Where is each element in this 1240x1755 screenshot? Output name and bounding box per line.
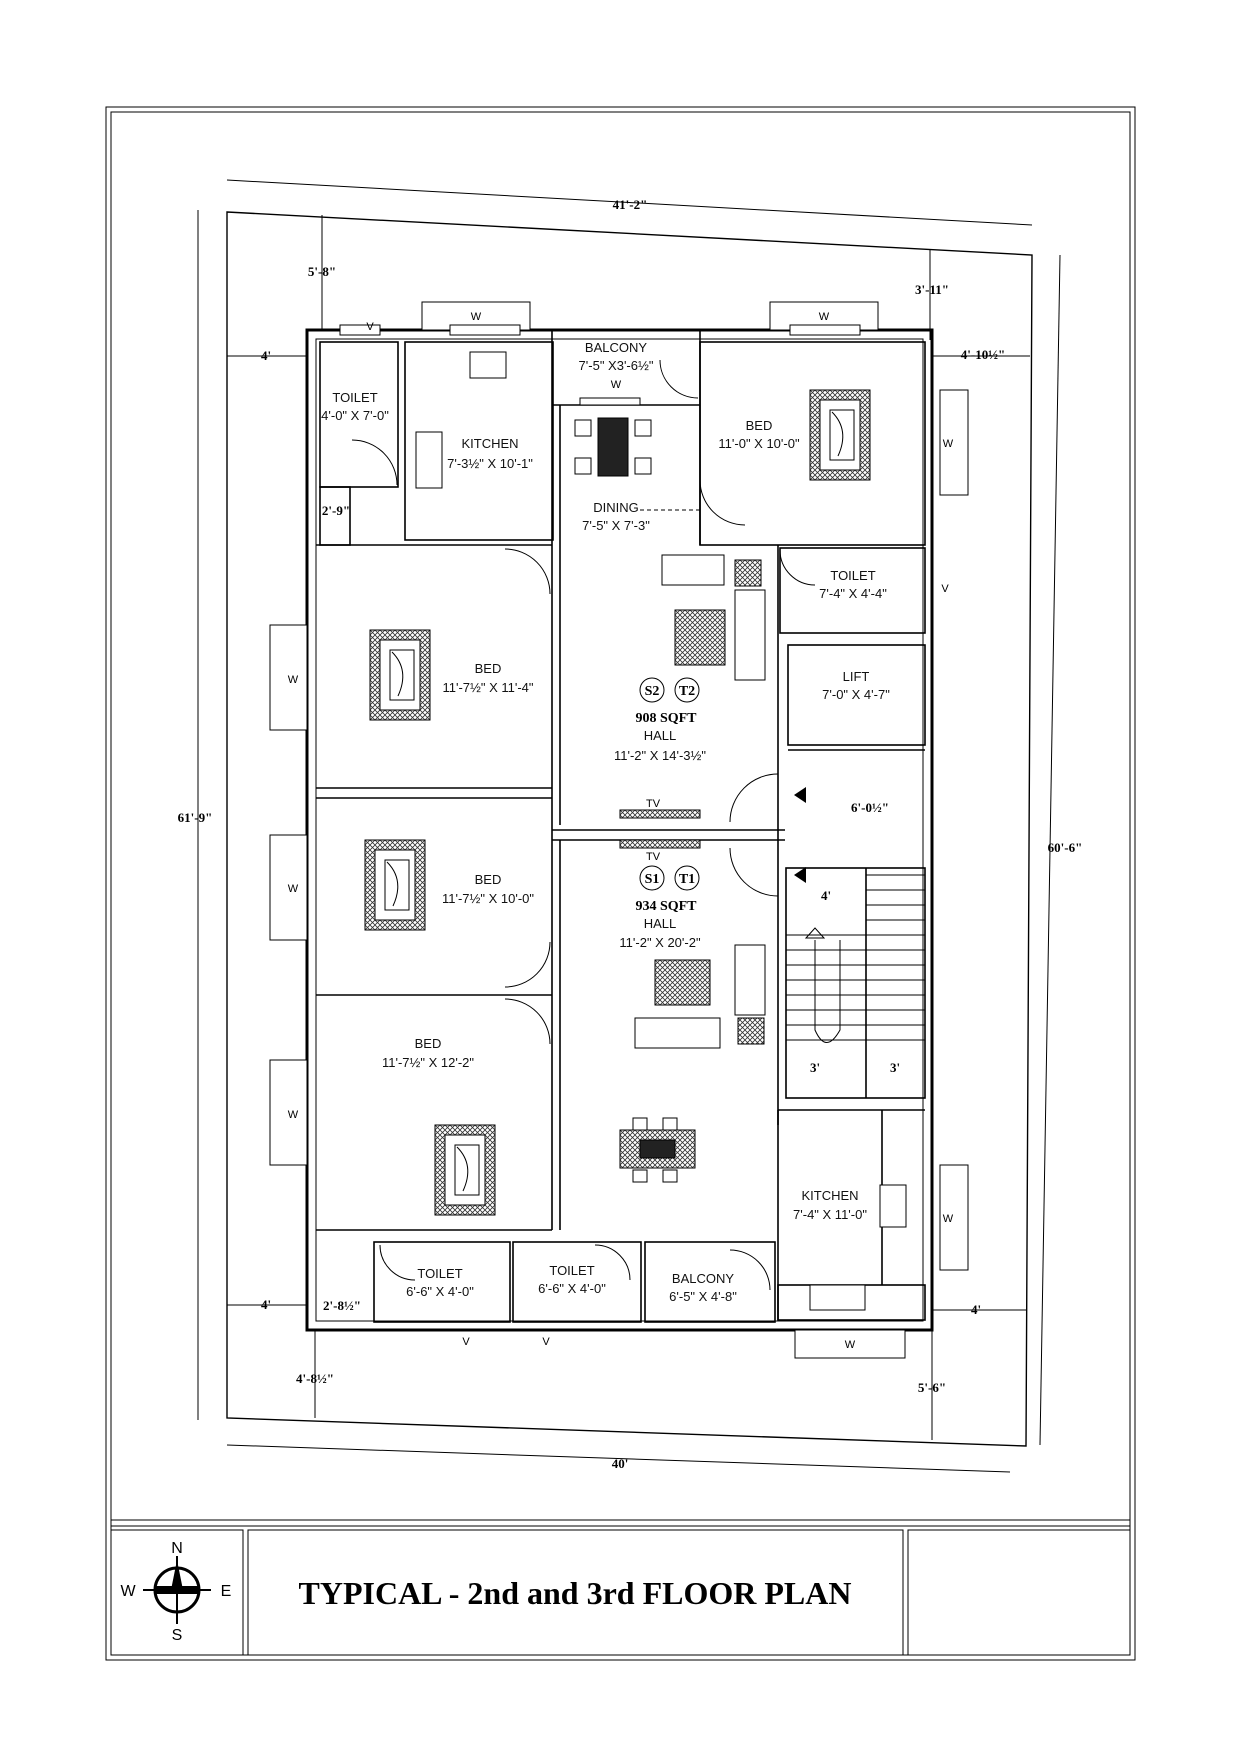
svg-text:2'-8½": 2'-8½" (323, 1298, 361, 1313)
svg-text:11'-2" X 14'-3½": 11'-2" X 14'-3½" (614, 748, 706, 763)
svg-text:T2: T2 (679, 684, 695, 699)
svg-text:40': 40' (612, 1456, 629, 1471)
svg-text:61'-9": 61'-9" (178, 810, 213, 825)
svg-text:BALCONY: BALCONY (585, 340, 647, 355)
svg-text:7'-3½" X 10'-1": 7'-3½" X 10'-1" (447, 456, 533, 471)
svg-text:5'-8": 5'-8" (308, 264, 336, 279)
svg-text:T1: T1 (679, 872, 695, 887)
svg-text:6'-6" X 4'-0": 6'-6" X 4'-0" (406, 1284, 474, 1299)
svg-text:TOILET: TOILET (417, 1266, 462, 1281)
door-swings (351, 359, 816, 1291)
svg-text:BED: BED (415, 1036, 442, 1051)
svg-text:4': 4' (971, 1302, 981, 1317)
svg-text:S1: S1 (645, 872, 660, 887)
svg-text:N: N (171, 1540, 183, 1557)
svg-text:908 SQFT: 908 SQFT (635, 711, 697, 726)
svg-text:2'-9": 2'-9" (322, 503, 350, 518)
title-box (247, 1529, 904, 1656)
blank-box (907, 1529, 1131, 1656)
svg-text:4'-0" X 7'-0": 4'-0" X 7'-0" (321, 408, 389, 423)
svg-text:4'-8½": 4'-8½" (296, 1371, 334, 1386)
svg-text:V: V (462, 1336, 470, 1348)
svg-text:HALL: HALL (644, 916, 677, 931)
svg-text:W: W (120, 1583, 136, 1600)
svg-text:KITCHEN: KITCHEN (801, 1188, 858, 1203)
plot-boundary (226, 211, 1033, 1447)
svg-text:60'-6": 60'-6" (1048, 840, 1083, 855)
windows (269, 301, 969, 1359)
svg-text:7'-0" X 4'-7": 7'-0" X 4'-7" (822, 687, 890, 702)
svg-text:W: W (288, 883, 299, 895)
svg-text:7'-4" X 4'-4": 7'-4" X 4'-4" (819, 586, 887, 601)
dimension-labels: 41'-2" 40' 61'-9" 60'-6" 5'-8" 3'-11" 4'… (178, 197, 1083, 1471)
svg-text:W: W (845, 1339, 856, 1351)
svg-text:934 SQFT: 934 SQFT (635, 899, 697, 914)
svg-text:V: V (941, 583, 949, 595)
svg-text:W: W (943, 438, 954, 450)
svg-text:S2: S2 (645, 684, 660, 699)
svg-text:11'-7½" X 11'-4": 11'-7½" X 11'-4" (442, 680, 533, 695)
svg-text:41'-2": 41'-2" (613, 197, 648, 212)
compass-box (110, 1529, 244, 1656)
svg-text:6'-5" X 4'-8": 6'-5" X 4'-8" (669, 1289, 737, 1304)
svg-text:7'-5" X 7'-3": 7'-5" X 7'-3" (582, 518, 650, 533)
svg-text:W: W (288, 1109, 299, 1121)
svg-text:BED: BED (475, 661, 502, 676)
svg-text:7'-5" X3'-6½": 7'-5" X3'-6½" (579, 358, 654, 373)
svg-text:TOILET: TOILET (830, 568, 875, 583)
drawing-title: TYPICAL - 2nd and 3rd FLOOR PLAN (299, 1575, 852, 1611)
svg-text:V: V (366, 321, 374, 333)
svg-text:V: V (542, 1336, 550, 1348)
unit-tags: S2 T2 908 SQFT S1 T1 934 SQFT (635, 677, 700, 914)
svg-text:11'-2" X 20'-2": 11'-2" X 20'-2" (619, 935, 701, 950)
svg-text:4': 4' (821, 888, 831, 903)
svg-text:TOILET: TOILET (549, 1263, 594, 1278)
svg-text:3': 3' (810, 1060, 820, 1075)
svg-text:W: W (288, 674, 299, 686)
svg-text:KITCHEN: KITCHEN (461, 436, 518, 451)
svg-text:7'-4" X 11'-0": 7'-4" X 11'-0" (793, 1207, 867, 1222)
svg-text:TOILET: TOILET (332, 390, 377, 405)
svg-text:4': 4' (261, 1297, 271, 1312)
svg-text:BED: BED (475, 872, 502, 887)
svg-text:S: S (172, 1627, 183, 1644)
compass-icon: N S E W (120, 1540, 231, 1644)
opening-labels: W W W W W W W W W V V V V TV TV (288, 311, 954, 1351)
svg-text:6'-0½": 6'-0½" (851, 800, 889, 815)
svg-text:11'-7½" X 12'-2": 11'-7½" X 12'-2" (382, 1055, 474, 1070)
svg-text:TV: TV (646, 798, 661, 810)
svg-text:4': 4' (261, 348, 271, 363)
svg-text:3': 3' (890, 1060, 900, 1075)
svg-text:4'-10½": 4'-10½" (961, 347, 1005, 362)
svg-text:11'-0" X 10'-0": 11'-0" X 10'-0" (718, 436, 800, 451)
svg-text:E: E (221, 1583, 232, 1600)
svg-text:W: W (943, 1213, 954, 1225)
svg-text:11'-7½" X 10'-0": 11'-7½" X 10'-0" (442, 891, 534, 906)
svg-text:6'-6" X 4'-0": 6'-6" X 4'-0" (538, 1281, 606, 1296)
room-labels: TOILET 4'-0" X 7'-0" KITCHEN 7'-3½" X 10… (321, 340, 890, 1304)
svg-text:W: W (819, 311, 830, 323)
svg-text:3'-11": 3'-11" (915, 282, 949, 297)
svg-text:LIFT: LIFT (843, 669, 870, 684)
interior-walls (316, 330, 926, 1323)
svg-text:HALL: HALL (644, 728, 677, 743)
svg-text:DINING: DINING (593, 500, 639, 515)
svg-text:BALCONY: BALCONY (672, 1271, 734, 1286)
staircase (786, 874, 925, 1043)
sheet-border-outer (105, 106, 1136, 1661)
svg-text:W: W (471, 311, 482, 323)
svg-text:TV: TV (646, 851, 661, 863)
furniture (364, 351, 907, 1311)
svg-text:W: W (611, 379, 622, 391)
svg-text:5'-6": 5'-6" (918, 1380, 946, 1395)
svg-text:BED: BED (746, 418, 773, 433)
building-outline (305, 328, 934, 1332)
